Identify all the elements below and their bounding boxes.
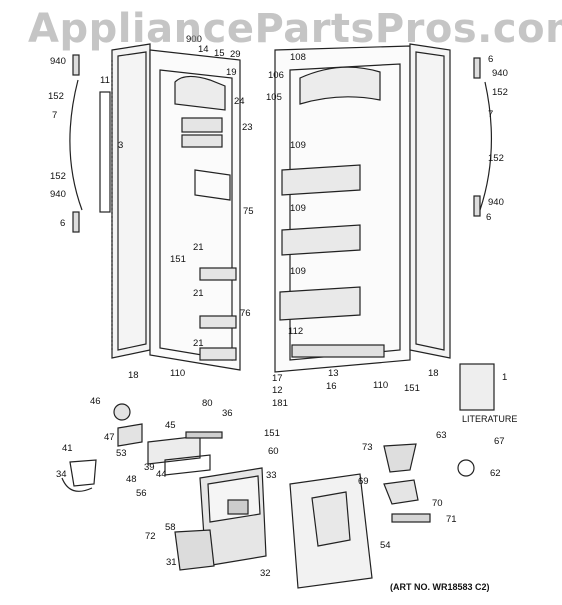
callout-label: 110 [373,380,388,391]
callout-label: 6 [486,212,491,223]
callout-label: 7 [52,110,57,121]
fresh-food-door-liner [274,45,411,373]
callout-label: 48 [126,474,137,485]
callout-label: 940 [488,197,504,208]
callout-label: 12 [272,385,283,396]
callout-label: 14 [198,44,209,55]
callout-label: 109 [290,140,306,151]
callout-label: 112 [288,326,303,337]
callout-label: 105 [266,92,282,103]
callout-label: 21 [193,242,204,253]
callout-label: 67 [494,436,505,447]
left-handle [69,54,111,233]
callout-label: 3 [118,140,123,151]
callout-label: 152 [492,87,508,98]
literature-booklet [459,363,495,411]
callout-label: 80 [202,398,213,409]
callout-label: 17 [272,373,283,384]
callout-label: 151 [170,254,186,265]
callout-label: 58 [165,522,176,533]
callout-label: 109 [290,203,306,214]
callout-label: 21 [193,288,204,299]
callout-label: 70 [432,498,443,509]
callout-label: 6 [488,54,493,65]
callout-label: 16 [326,381,337,392]
callout-label: 47 [104,432,115,443]
callout-label: 18 [428,368,439,379]
callout-label: 76 [240,308,251,319]
callout-label: 36 [222,408,233,419]
callout-label: 106 [268,70,284,81]
right-handle [473,57,493,217]
callout-label: 23 [242,122,253,133]
callout-label: 31 [166,557,177,568]
callout-label: 33 [266,470,277,481]
callout-label: 56 [136,488,147,499]
freezer-door-liner [149,49,241,371]
callout-label: 45 [165,420,176,431]
callout-label: 29 [230,49,241,60]
right-door [409,43,451,359]
dispenser-assembly [61,403,267,571]
callout-label: 13 [328,368,339,379]
callout-label: 940 [492,68,508,79]
callout-label: 940 [50,56,66,67]
callout-label: 69 [358,476,369,487]
callout-label: 34 [56,469,67,480]
callout-label: 7 [488,109,493,120]
callout-label: 60 [268,446,279,457]
callout-label: 152 [48,91,64,102]
callout-labels: 940 152 7 152 940 6 11 3 900 14 15 29 19… [48,34,508,579]
callout-label: 72 [145,531,156,542]
callout-label: 108 [290,52,306,63]
callout-label: 44 [156,469,167,480]
callout-label: 62 [490,468,501,479]
callout-label: 1 [502,372,507,383]
callout-label: 73 [362,442,373,453]
dispenser-housing [289,443,475,589]
callout-label: 41 [62,443,73,454]
callout-label: 110 [170,368,185,379]
callout-label: 19 [226,67,237,78]
callout-label: 24 [234,96,245,107]
callout-label: 75 [243,206,254,217]
callout-label: 63 [436,430,447,441]
callout-label: 53 [116,448,127,459]
callout-label: 151 [264,428,280,439]
callout-label: 181 [272,398,288,409]
callout-label: 152 [488,153,504,164]
watermark-logo: AppliancePartsPros.com [28,6,562,52]
art-number: (ART NO. WR18583 C2) [390,582,490,592]
literature-label: LITERATURE [462,414,518,424]
callout-label: 18 [128,370,139,381]
callout-label: 15 [214,48,225,59]
callout-label: 940 [50,189,66,200]
callout-label: 11 [100,75,110,86]
callout-label: 32 [260,568,271,579]
callout-label: 46 [90,396,101,407]
callout-label: 900 [186,34,202,45]
callout-label: 54 [380,540,391,551]
callout-label: 39 [144,462,155,473]
callout-label: 21 [193,338,204,349]
callout-label: 152 [50,171,66,182]
callout-label: 151 [404,383,420,394]
callout-label: 109 [290,266,306,277]
left-door [111,43,151,359]
callout-label: 6 [60,218,65,229]
callout-label: 71 [446,514,457,525]
